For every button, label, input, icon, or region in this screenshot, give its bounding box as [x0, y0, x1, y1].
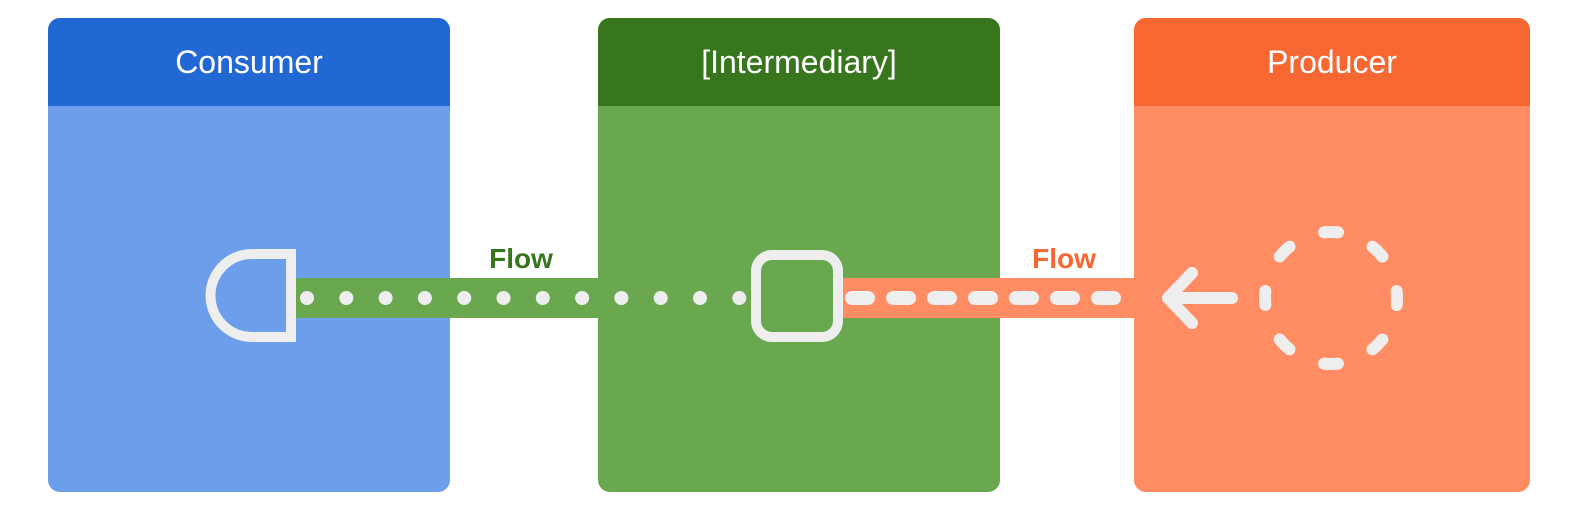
consumer-title: Consumer [175, 44, 323, 80]
rounded-square-node-icon [751, 250, 843, 342]
flow-label-left: Flow [489, 243, 553, 274]
half-round-receiver-icon [205, 249, 296, 342]
consumer-panel-header [48, 18, 450, 106]
arrow-left-icon [1162, 267, 1238, 329]
flow-label-right: Flow [1032, 243, 1096, 274]
producer-panel-body [1134, 18, 1530, 492]
intermediary-title: [Intermediary] [701, 44, 897, 80]
producer-title: Producer [1267, 44, 1397, 80]
intermediary-panel-header [598, 18, 1000, 106]
producer-panel-header [1134, 18, 1530, 106]
producer-panel: Producer [1134, 18, 1530, 492]
dashed-circle-source-icon [1259, 226, 1403, 370]
green-flow-band [296, 278, 750, 318]
